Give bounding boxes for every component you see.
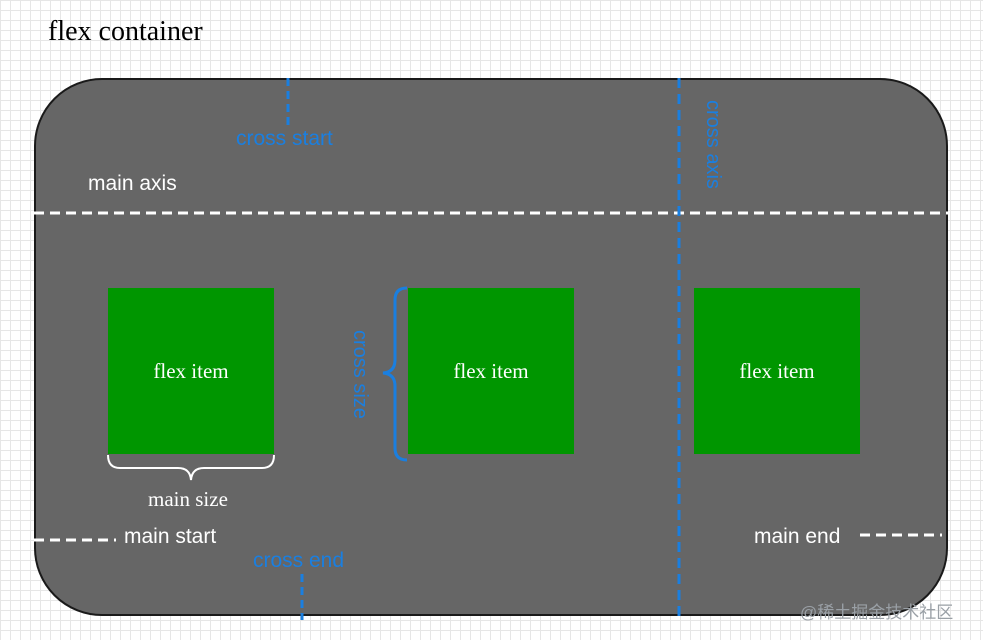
cross-size-brace xyxy=(382,286,408,462)
cross-axis-label: cross axis xyxy=(702,100,724,189)
flex-item-label: flex item xyxy=(153,358,229,383)
flex-item-label: flex item xyxy=(453,358,529,383)
flex-item-2: flex item xyxy=(408,288,574,454)
watermark: @稀土掘金技术社区 xyxy=(800,603,954,622)
cross-size-label: cross size xyxy=(349,330,371,419)
main-size-label: main size xyxy=(148,487,228,511)
flex-item-3: flex item xyxy=(694,288,860,454)
cross-end-label: cross end xyxy=(253,549,345,572)
cross-start-label: cross start xyxy=(236,127,333,150)
main-start-label: main start xyxy=(124,525,217,548)
flex-item-1: flex item xyxy=(108,288,274,454)
main-size-brace xyxy=(107,454,275,481)
diagram-title: flex container xyxy=(48,16,203,47)
flex-item-label: flex item xyxy=(739,358,815,383)
main-axis-label: main axis xyxy=(88,172,177,195)
main-end-label: main end xyxy=(754,525,841,548)
